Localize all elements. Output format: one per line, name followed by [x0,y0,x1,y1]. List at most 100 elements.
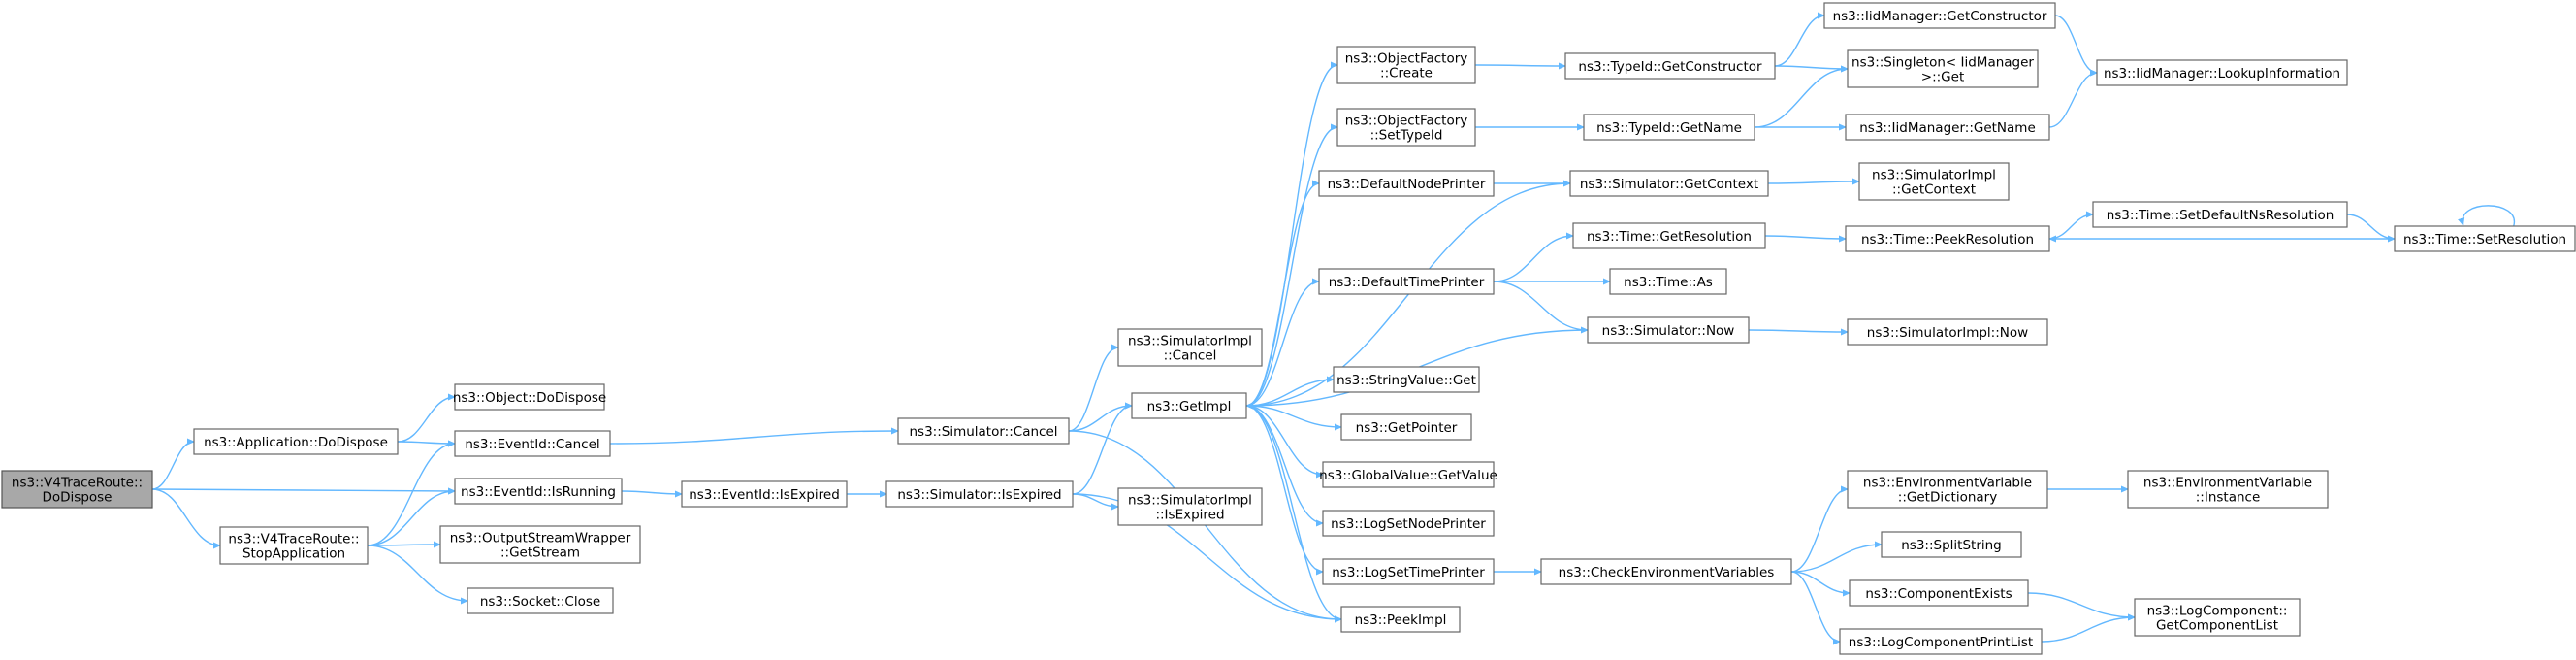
node-socket-close[interactable]: ns3::Socket::Close [467,587,614,614]
node-splitstring[interactable]: ns3::SplitString [1881,531,2022,558]
node-logcomponent-printlist[interactable]: ns3::LogComponentPrintList [1839,628,2043,655]
node-logsetnodeprinter[interactable]: ns3::LogSetNodePrinter [1322,510,1495,537]
node-iid-getname[interactable]: ns3::IidManager::GetName [1845,114,2050,141]
node-env-getdictionary[interactable]: ns3::EnvironmentVariable::GetDictionary [1847,470,2048,509]
node-of-create[interactable]: ns3::ObjectFactory::Create [1336,46,1476,84]
node-box [1333,366,1480,393]
node-logcomponent-getlist[interactable]: ns3::LogComponent::GetComponentList [2134,598,2301,637]
edge-root-to-eventid-isrunning [151,489,455,491]
node-label: ns3::SimulatorImpl [1128,334,1252,349]
node-app-dodispose[interactable]: ns3::Application::DoDispose [193,428,399,455]
node-simimpl-isexpired[interactable]: ns3::SimulatorImpl::IsExpired [1117,487,1263,526]
node-simimpl-cancel[interactable]: ns3::SimulatorImpl::Cancel [1117,328,1263,367]
edge-time-setresolution-to-time-setresolution [2463,205,2515,227]
node-env-instance[interactable]: ns3::EnvironmentVariable::Instance [2127,470,2329,509]
node-v4-stopapp[interactable]: ns3::V4TraceRoute::StopApplication [219,526,369,565]
node-sim-cancel[interactable]: ns3::Simulator::Cancel [897,417,1070,445]
node-box [1845,114,2050,141]
edges-layer [151,16,2515,643]
node-obj-dodispose[interactable]: ns3::Object::DoDispose [453,383,606,411]
node-box [681,480,848,508]
node-label: ::Instance [2196,490,2261,506]
node-eventid-isrunning[interactable]: ns3::EventId::IsRunning [454,478,623,505]
node-check-env-vars[interactable]: ns3::CheckEnvironmentVariables [1540,558,1792,585]
node-globalvalue-getvalue[interactable]: ns3::GlobalValue::GetValue [1319,461,1497,488]
node-box [1318,268,1495,295]
node-box [454,430,611,457]
node-label: ns3::Simulator::Cancel [909,424,1057,440]
node-iid-lookupinfo[interactable]: ns3::IidManager::LookupInformation [2096,59,2348,86]
node-of-settypeid[interactable]: ns3::ObjectFactory::SetTypeId [1336,108,1476,147]
edge-getimpl-to-logsettimeprinter [1245,405,1323,572]
edge-eventid-cancel-to-sim-cancel [609,431,898,445]
node-sim-now[interactable]: ns3::Simulator::Now [1587,316,1750,344]
node-box [1131,392,1247,419]
node-osw-getstream[interactable]: ns3::OutputStreamWrapper::GetStream [439,525,641,564]
node-typeid-getname[interactable]: ns3::TypeId::GetName [1583,114,1755,141]
node-box [897,417,1070,445]
node-getimpl[interactable]: ns3::GetImpl [1131,392,1247,419]
node-logsettimeprinter[interactable]: ns3::LogSetTimePrinter [1322,558,1495,585]
node-box [467,587,614,614]
node-eventid-isexpired[interactable]: ns3::EventId::IsExpired [681,480,848,508]
node-label: ns3::LogSetTimePrinter [1332,565,1485,580]
node-label: ns3::LogComponentPrintList [1849,635,2033,650]
node-default-time-printer[interactable]: ns3::DefaultTimePrinter [1318,268,1495,295]
node-label: ns3::EnvironmentVariable [1863,476,2032,491]
node-sim-isexpired[interactable]: ns3::Simulator::IsExpired [886,480,1074,508]
edge-getimpl-to-globalvalue-getvalue [1245,405,1323,475]
node-eventid-cancel[interactable]: ns3::EventId::Cancel [454,430,611,457]
node-label: ns3::Socket::Close [480,594,600,610]
node-time-setdefaultnsres[interactable]: ns3::Time::SetDefaultNsResolution [2092,201,2348,228]
node-label: ns3::EventId::Cancel [465,437,599,452]
edge-time-setdefaultnsres-to-time-setresolution [2346,214,2395,239]
node-singleton-get[interactable]: ns3::Singleton< IidManager >::Get [1847,50,2039,88]
node-box [1583,114,1755,141]
node-label: ns3::SimulatorImpl [1128,493,1252,509]
node-label: ns3::SimulatorImpl [1872,168,1996,183]
node-simimpl-getcontext[interactable]: ns3::SimulatorImpl::GetContext [1858,162,2010,201]
node-getpointer[interactable]: ns3::GetPointer [1340,413,1472,441]
node-label: ::IsExpired [1155,508,1224,523]
node-component-exists[interactable]: ns3::ComponentExists [1849,579,2029,607]
node-peekimpl[interactable]: ns3::PeekImpl [1340,606,1461,633]
node-box [1,470,153,509]
edge-time-getresolution-to-time-peekresolution [1764,236,1846,239]
node-label: ns3::TypeId::GetName [1596,120,1742,136]
edge-check-env-vars-to-component-exists [1790,571,1850,593]
node-label: ns3::DefaultTimePrinter [1329,275,1485,290]
node-typeid-getconstructor[interactable]: ns3::TypeId::GetConstructor [1564,52,1776,80]
node-box [1322,510,1495,537]
node-label: ns3::SimulatorImpl::Now [1867,325,2028,341]
node-label: ns3::Object::DoDispose [453,390,606,406]
node-label: ::Cancel [1164,348,1217,364]
node-default-node-printer[interactable]: ns3::DefaultNodePrinter [1318,170,1495,197]
edge-logcomponent-printlist-to-logcomponent-getlist [2041,617,2135,643]
node-box [1540,558,1792,585]
node-time-getresolution[interactable]: ns3::Time::GetResolution [1572,222,1766,249]
edge-sim-now-to-simimpl-now [1748,330,1848,332]
node-sim-getcontext[interactable]: ns3::Simulator::GetContext [1569,170,1769,197]
edge-sim-isexpired-to-peekimpl [1072,493,1341,619]
node-label: ::Create [1380,66,1433,82]
node-simimpl-now[interactable]: ns3::SimulatorImpl::Now [1847,318,2048,346]
node-label: ns3::Simulator::Now [1602,323,1735,339]
node-iid-getconstructor[interactable]: ns3::IidManager::GetConstructor [1823,2,2056,29]
node-box [1117,487,1263,526]
node-box [1340,606,1461,633]
edge-sim-isexpired-to-getimpl [1072,406,1132,495]
node-box [1839,628,2043,655]
node-label: ::SetTypeId [1370,128,1443,144]
node-time-as[interactable]: ns3::Time::As [1609,268,1727,295]
node-box [1340,413,1472,441]
node-stringvalue-get[interactable]: ns3::StringValue::Get [1333,366,1480,393]
node-label: ns3::ComponentExists [1865,586,2012,602]
node-box [1318,170,1495,197]
edge-default-time-printer-to-time-getresolution [1493,236,1573,282]
node-time-peekresolution[interactable]: ns3::Time::PeekResolution [1845,225,2050,252]
node-box [1587,316,1750,344]
node-time-setresolution[interactable]: ns3::Time::SetResolution [2394,225,2576,252]
node-root[interactable]: ns3::V4TraceRoute::DoDispose [1,470,153,509]
edge-check-env-vars-to-logcomponent-printlist [1790,571,1840,642]
